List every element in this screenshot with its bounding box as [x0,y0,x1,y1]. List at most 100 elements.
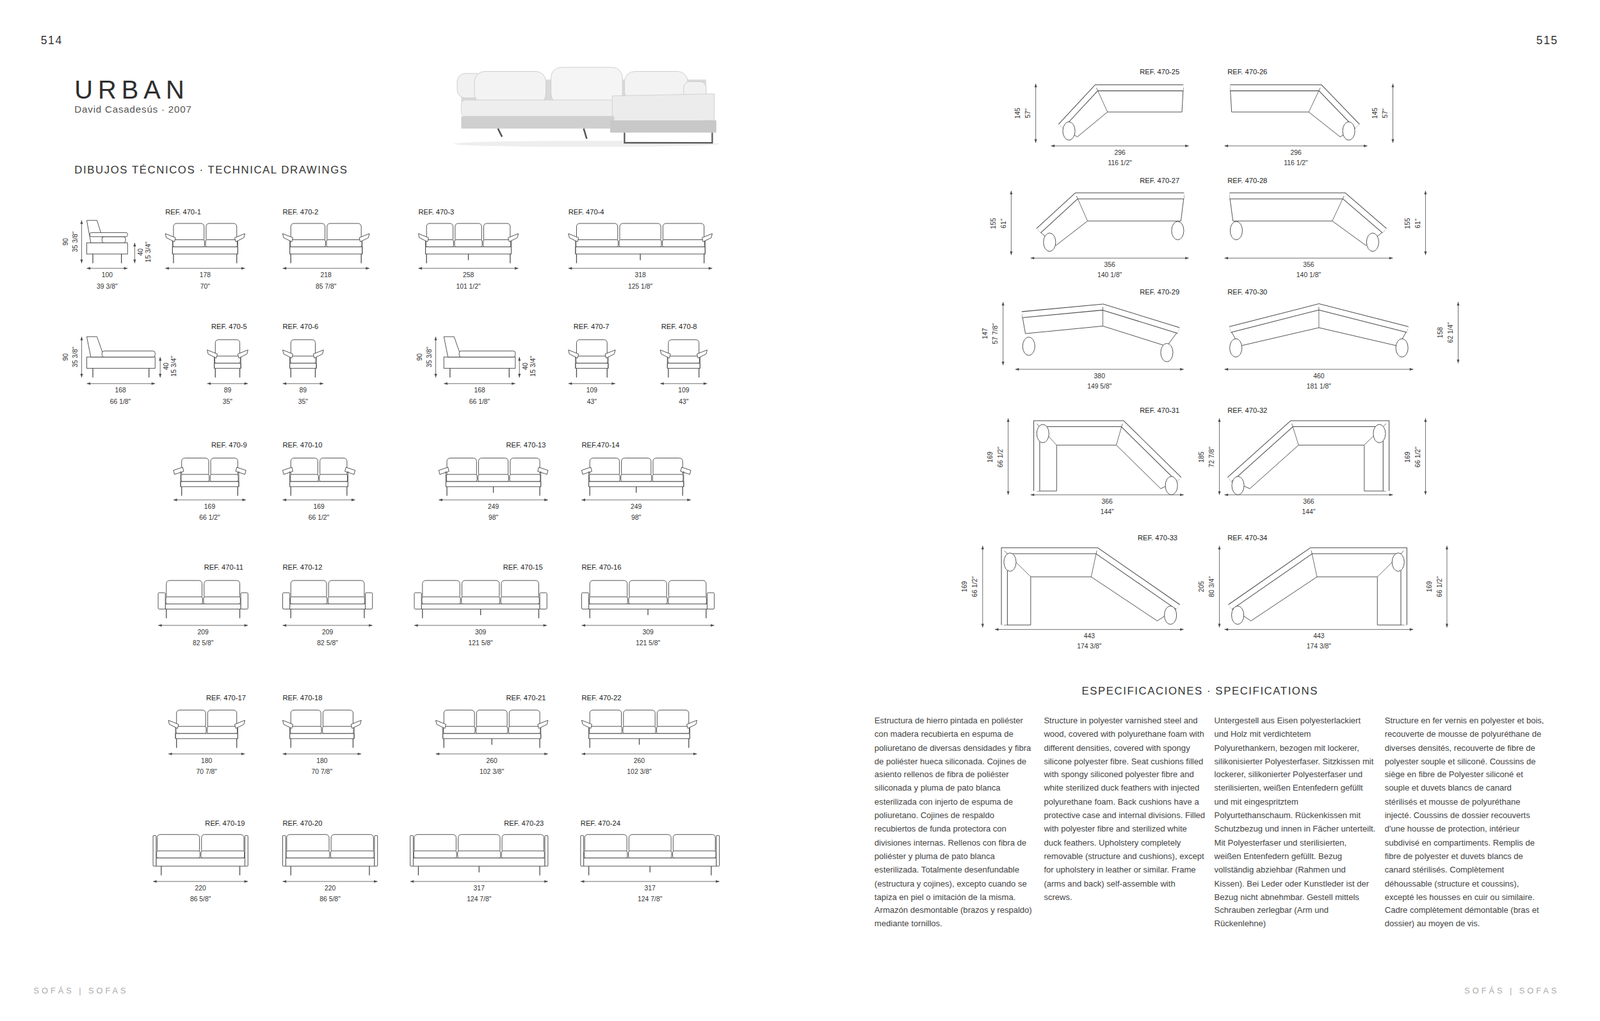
seat-cushion [172,240,205,248]
dimension-arrow [660,382,664,385]
dimension-line [1224,145,1368,146]
dimension-arrow [1409,368,1414,371]
dimension-arrow [443,382,448,385]
dimension-arrow [703,382,708,385]
dimension-arrow [1456,359,1460,364]
dimension-line [581,499,691,501]
spec-paragraph: Structure en fer vernis en polyester et … [1384,714,1547,932]
sofa-leg [92,368,93,378]
sofa-leg [446,486,447,496]
drawing-line [361,240,363,255]
dimension-value: 66 1/2" [199,514,220,522]
drawing-line [175,727,177,739]
dimension-value: 309 [475,629,486,636]
back-cushion [181,458,209,477]
dimension-line [153,881,248,883]
dimension-value: 61" [1000,218,1008,228]
dimension-arrow [357,752,362,756]
dimension-line [443,383,516,385]
sofa-arm [702,233,713,243]
seat-division [1377,550,1404,577]
sofa-base [421,604,540,610]
dimension-value: 209 [322,629,333,636]
dimension-arrow [241,752,246,756]
sofa-base [172,247,238,255]
dimension-value: 89 [299,387,308,394]
seat-cushion [662,240,705,248]
reference-code: REF. 470-20 [282,820,323,828]
seat-cushion [475,726,508,734]
sofa-arm [580,835,584,867]
dimension-value: 180 [316,758,328,765]
dimension-value: 86 5/8" [190,896,211,904]
sofa-leg [121,254,122,264]
dimension-arrow [365,266,370,270]
sofa-leg [647,608,648,616]
dimension-arrow [1015,368,1020,371]
back-cushion [629,580,667,600]
dimension-line [1425,190,1426,255]
dimension-arrow [710,624,715,627]
dimension-value: 35" [222,398,233,406]
seat-cushion [165,596,203,604]
back-cushion [589,580,627,600]
dimension-value: 80 3/4" [1208,576,1216,597]
dimension-value: 181 1/8" [1306,383,1332,390]
dimension-arrow [1185,256,1189,260]
dimension-line [1051,145,1189,146]
sofa-leg [172,254,174,264]
dimension-line [1219,418,1220,495]
seat-cushion [508,726,540,734]
sofa-arm [282,720,293,729]
dimension-value: 220 [324,885,336,892]
dimension-arrow [715,880,720,883]
spec-paragraph: Untergestell aus Eisen polyesterlackiert… [1214,714,1376,932]
drawing-line [683,471,684,487]
reference-code: REF. 470-2 [282,208,319,216]
seat-outline [1004,550,1179,625]
reference-code: REF. 470-34 [1227,533,1268,542]
dimension-value: 168 [473,387,485,394]
sofa-leg [426,254,428,264]
sofa-arm [581,592,589,610]
dimension-value: 66 1/2" [1436,576,1444,597]
sofa-leg [315,368,316,378]
dimension-value: 169 [1426,581,1433,593]
seat-cushion [576,240,619,248]
reference-code: REF. 470-10 [282,441,323,449]
seat-cushion [425,240,454,248]
round-cushion [1373,424,1386,444]
seat-outline [1021,307,1179,347]
back-cushion [628,834,671,854]
dimension-value: 39 3/8" [96,283,118,291]
dimension-value: 258 [462,272,474,279]
sofa-base [589,481,684,487]
dimension-arrow [1034,139,1038,144]
dimension-arrow [1217,491,1221,495]
dimension-value: 15 3/4" [170,355,178,377]
dimension-arrow [693,752,698,756]
sofa-arm [282,350,293,359]
sofa-base [290,363,317,369]
sofa-base [156,857,246,867]
dimension-value: 249 [630,503,642,511]
dimension-arrow [1179,628,1184,631]
sofa-base [425,247,512,255]
dimension-arrow [517,373,521,378]
back-cushion [510,458,540,477]
dimension-value: 121 5/8" [468,640,493,647]
dimension-arrow [80,373,83,378]
dimension-arrow [351,498,356,502]
designer-credit: David Casadesús · 2007 [74,104,192,114]
back-cushion [576,339,607,359]
sofa-leg [239,608,241,618]
sofa-arm [438,467,449,475]
dimension-arrow [994,628,999,631]
reference-code: REF. 470-25 [1139,67,1180,75]
seat-outline [1229,87,1358,138]
dimension-arrow [434,373,437,378]
dimension-arrow [1030,256,1035,260]
round-cushion [1062,121,1075,141]
dimension-line [568,383,616,385]
